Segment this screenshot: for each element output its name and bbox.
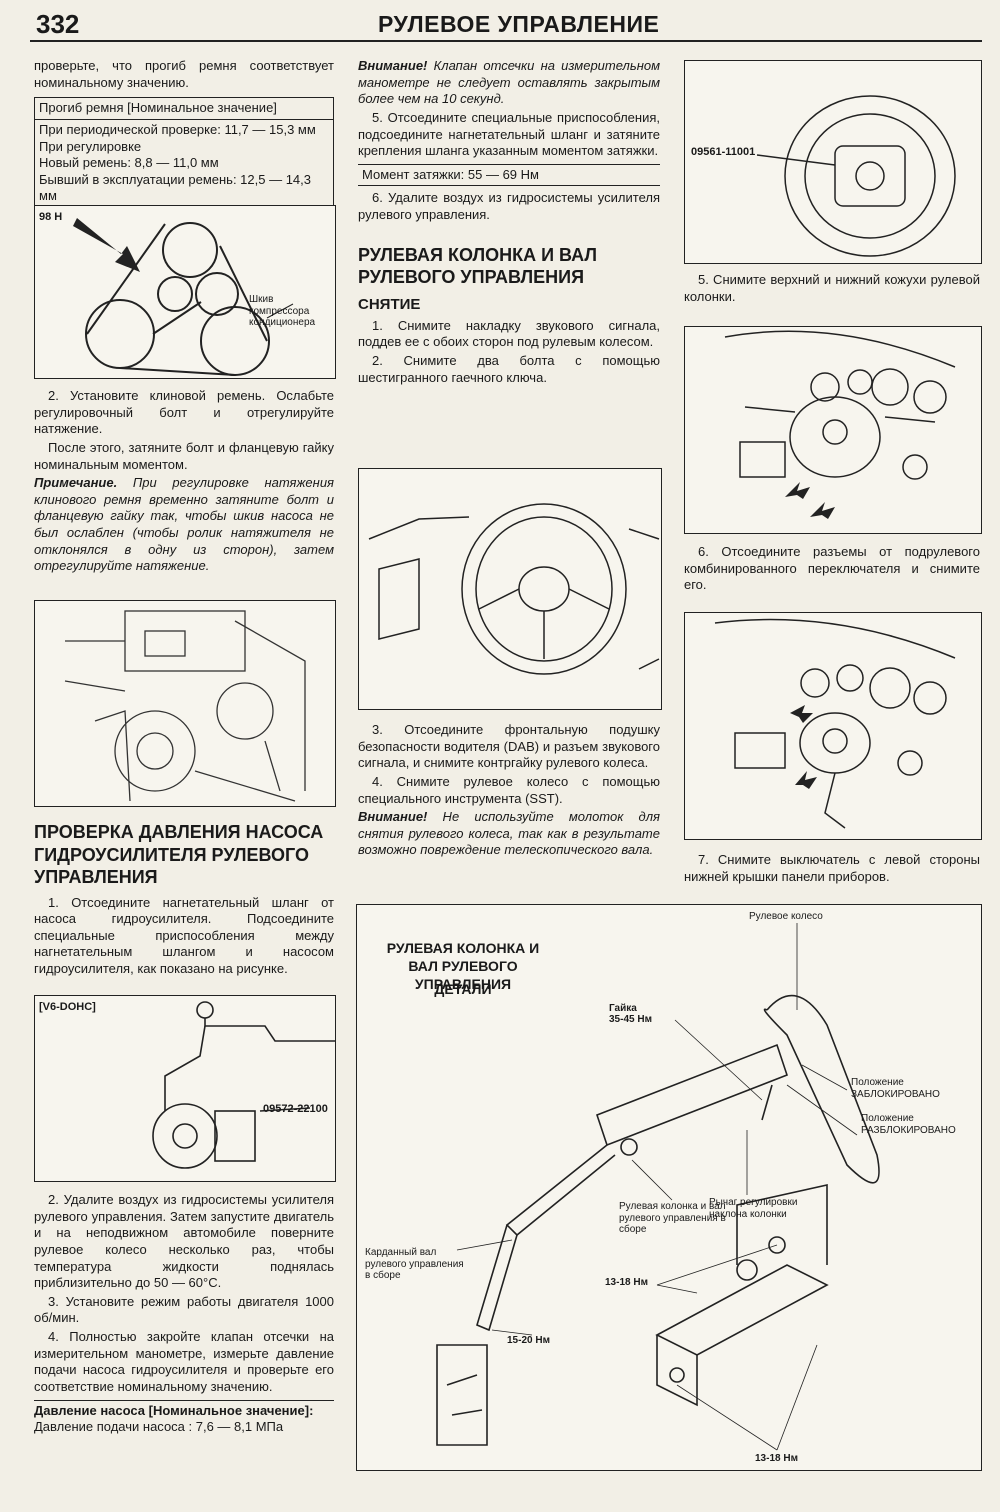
paragraph: 3. Установите режим работы двигателя 100… <box>34 1293 334 1326</box>
multifunction-switch-figure <box>684 612 982 840</box>
torque-13-18-lower: 13-18 Нм <box>755 1453 798 1464</box>
heading-steering-column: РУЛЕВАЯ КОЛОНКА И ВАЛ РУЛЕВОГО УПРАВЛЕНИ… <box>358 244 598 288</box>
locked-position-label: Положение ЗАБЛОКИРОВАНО <box>851 1077 940 1100</box>
spec-title: Давление насоса [Номинальное значение]: <box>34 1402 314 1418</box>
nut-label: Гайка <box>609 1003 637 1014</box>
figure-title: РУЛЕВАЯ КОЛОНКА И ВАЛ РУЛЕВОГО УПРАВЛЕНИ… <box>386 940 540 993</box>
torque-15-20: 15-20 Нм <box>507 1335 550 1346</box>
paragraph: После этого, затяните болт и фланцевую г… <box>34 439 334 472</box>
column-2-cont: 3. Отсоедините фронтальную подушку безоп… <box>358 722 660 861</box>
spec-line: При регулировке <box>39 138 142 154</box>
intro-paragraph: проверьте, что прогиб ремня соответствуе… <box>34 58 334 90</box>
paragraph: 2. Установите клиновой ремень. Ослабьте … <box>34 388 334 437</box>
tool-part-number: 09572-22100 <box>263 1103 328 1115</box>
running-header: РУЛЕВОЕ УПРАВЛЕНИЕ <box>378 11 660 37</box>
spec-line: Бывший в эксплуатации ремень: 12,5 — 14,… <box>39 171 312 204</box>
spec-title: Прогиб ремня [Номинальное значение] <box>39 100 277 116</box>
torque-13-18-upper: 13-18 Нм <box>605 1277 648 1288</box>
column-1-pump: ПРОВЕРКА ДАВЛЕНИЯ НАСОСА ГИДРОУСИЛИТЕЛЯ … <box>34 815 334 980</box>
steering-wheel-figure <box>358 468 662 710</box>
engine-illustration <box>64 610 306 802</box>
torque-spec: Момент затяжки: 55 — 69 Нм <box>358 163 660 187</box>
spec-line: При периодической проверке: 11,7 — 15,3 … <box>35 118 333 139</box>
nut-torque: 35-45 Нм <box>609 1014 652 1025</box>
wheel-puller-figure: 09561-11001 <box>684 60 982 264</box>
note-text: При регулировке натяжения клинового ремн… <box>34 475 334 574</box>
column-shroud-figure <box>684 326 982 534</box>
steering-wheel-illustration <box>368 503 660 675</box>
steering-column-parts-figure: РУЛЕВАЯ КОЛОНКА И ВАЛ РУЛЕВОГО УПРАВЛЕНИ… <box>356 904 982 1471</box>
paragraph: 7. Снимите выключатель с левой стороны н… <box>684 852 980 884</box>
wheel-puller-illustration <box>756 95 956 257</box>
belt-diagram <box>73 218 294 376</box>
note-label: Примечание. <box>34 475 118 491</box>
warning-text: Не используйте молоток для снятия рулево… <box>358 809 660 858</box>
paragraph: 1. Снимите накладку звукового сигнала, п… <box>358 317 660 350</box>
column-3-step5: 5. Снимите верхний и нижний кожухи рулев… <box>684 272 980 307</box>
column-2: Внимание! Клапан отсечки на измерительно… <box>358 58 660 388</box>
paragraph: 6. Удалите воздух из гидросистемы усилит… <box>358 190 660 222</box>
steering-wheel-label: Рулевое колесо <box>749 911 823 922</box>
paragraph: 5. Отсоедините специальные приспособлени… <box>358 109 660 159</box>
pump-pressure-spec: Давление насоса [Номинальное значение]: … <box>34 1399 334 1436</box>
column-1: проверьте, что прогиб ремня соответствуе… <box>34 58 334 212</box>
paragraph: 5. Снимите верхний и нижний кожухи рулев… <box>684 272 980 304</box>
heading-removal: СНЯТИЕ <box>358 295 421 313</box>
paragraph: 2. Снимите два болта с помощью шестигран… <box>358 353 660 385</box>
column-1-cont: 2. Установите клиновой ремень. Ослабьте … <box>34 388 334 577</box>
column-3-step6: 6. Отсоедините разъемы от подрулевого ко… <box>684 544 980 596</box>
engine-figure <box>34 600 336 807</box>
tilt-lever-label: Рычаг регулировки наклона колонки <box>709 1197 798 1220</box>
belt-deflection-spec: Прогиб ремня [Номинальное значение] При … <box>34 97 334 208</box>
compressor-pulley-callout: Шкив компрессора кондиционера <box>249 294 316 328</box>
torque-value: Момент затяжки: 55 — 69 Нм <box>362 166 539 182</box>
figure-label: 98 H <box>39 211 63 223</box>
paragraph: 6. Отсоедините разъемы от подрулевого ко… <box>684 544 980 593</box>
cardan-shaft-label: Карданный вал рулевого управления в сбор… <box>365 1247 464 1281</box>
paragraph: 4. Снимите рулевое колесо с помощью спец… <box>358 773 660 806</box>
warning-label: Внимание! <box>358 809 428 825</box>
figure-subtitle: ДЕТАЛИ <box>434 981 492 997</box>
spec-line: Новый ремень: 8,8 — 11,0 мм <box>39 155 219 171</box>
figure-label: [V6-DOHC] <box>39 1001 96 1013</box>
exploded-view-illustration <box>436 923 880 1451</box>
column-3-step7: 7. Снимите выключатель с левой стороны н… <box>684 852 980 887</box>
paragraph: 4. Полностью закройте клапан отсечки на … <box>34 1329 334 1394</box>
unlocked-position-label: Положение РАЗБЛОКИРОВАНО <box>861 1113 956 1136</box>
column-1-end: 2. Удалите воздух из гидросистемы усилит… <box>34 1192 334 1436</box>
belt-figure: 98 H Шкив компрессора кондиционера <box>34 205 336 379</box>
dashboard-illustration <box>724 330 956 519</box>
paragraph: 1. Отсоедините нагнетательный шланг от н… <box>34 894 334 977</box>
column-assembly-label: Рулевая колонка и вал рулевого управлени… <box>619 1201 726 1235</box>
tool-part-number: 09561-11001 <box>691 146 756 158</box>
page-number: 332 <box>36 9 80 39</box>
paragraph: 2. Удалите воздух из гидросистемы усилит… <box>34 1192 334 1291</box>
spec-line: Давление подачи насоса : 7,6 — 8,1 МПа <box>34 1419 284 1435</box>
pump-illustration <box>152 1001 335 1169</box>
pump-figure: [V6-DOHC] 09572-22100 <box>34 995 336 1182</box>
header-rule <box>30 40 982 42</box>
warning-text: Клапан отсечки на измерительном манометр… <box>358 58 660 107</box>
heading-pump-pressure: ПРОВЕРКА ДАВЛЕНИЯ НАСОСА ГИДРОУСИЛИТЕЛЯ … <box>34 822 324 887</box>
warning-label: Внимание! <box>358 58 428 73</box>
switch-illustration <box>714 618 956 829</box>
paragraph: 3. Отсоедините фронтальную подушку безоп… <box>358 722 660 771</box>
